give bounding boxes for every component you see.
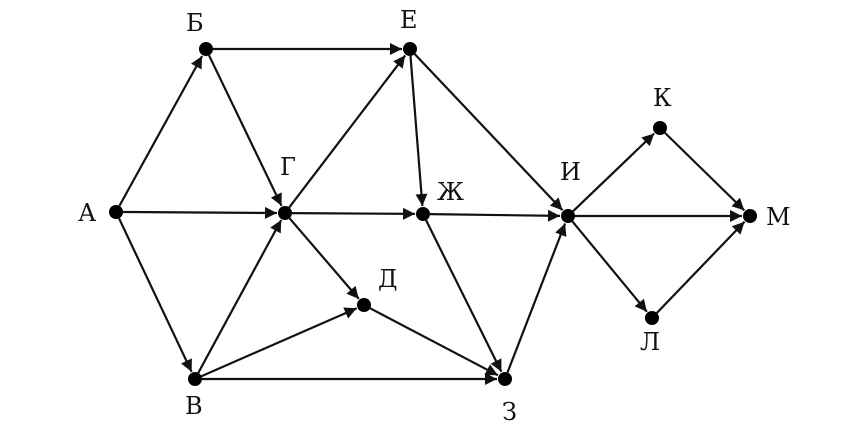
edges-layer	[118, 43, 746, 385]
edge-a-to-g	[122, 206, 278, 219]
node-a	[109, 205, 123, 219]
node-v	[188, 372, 202, 386]
node-m	[743, 209, 757, 223]
node-e	[403, 42, 417, 56]
nodes-layer	[109, 42, 757, 386]
edge-b-to-g	[208, 54, 283, 207]
node-k	[653, 121, 667, 135]
node-z	[498, 372, 512, 386]
edge-zh-to-i	[429, 209, 561, 222]
node-b	[199, 42, 213, 56]
edge-d-to-z	[369, 307, 499, 377]
node-d	[357, 298, 371, 312]
node-zh	[416, 207, 430, 221]
edge-a-to-b	[118, 55, 204, 207]
edge-g-to-zh	[291, 207, 416, 220]
node-label-z: З	[502, 398, 517, 426]
node-label-a: А	[78, 199, 96, 227]
node-label-l: Л	[640, 328, 660, 356]
edge-g-to-e	[288, 54, 407, 209]
node-label-e: Е	[400, 6, 418, 34]
node-g	[278, 206, 292, 220]
node-label-v: В	[185, 392, 203, 420]
labels-layer: А Б В Г Д Е Ж З И К Л М	[78, 6, 791, 426]
edge-e-to-i	[414, 53, 564, 211]
node-label-m: М	[766, 203, 791, 231]
edge-l-to-m	[656, 221, 746, 314]
node-i	[561, 209, 575, 223]
node-label-b: Б	[186, 9, 204, 37]
edge-k-to-m	[664, 132, 746, 212]
node-label-i: И	[560, 158, 581, 186]
edge-v-to-d	[200, 307, 358, 378]
edge-zh-to-z	[425, 219, 503, 373]
edge-g-to-d	[288, 217, 360, 300]
edge-i-to-l	[571, 220, 648, 313]
edge-v-to-g	[197, 219, 283, 374]
node-label-k: К	[653, 84, 672, 112]
node-label-g: Г	[280, 153, 296, 181]
edge-e-to-zh	[409, 55, 428, 207]
edge-i-to-k	[572, 132, 655, 212]
node-label-zh: Ж	[437, 178, 464, 206]
edge-a-to-v	[118, 217, 193, 373]
node-label-d: Д	[378, 265, 398, 293]
node-l	[645, 311, 659, 325]
edge-z-to-i	[506, 223, 567, 373]
